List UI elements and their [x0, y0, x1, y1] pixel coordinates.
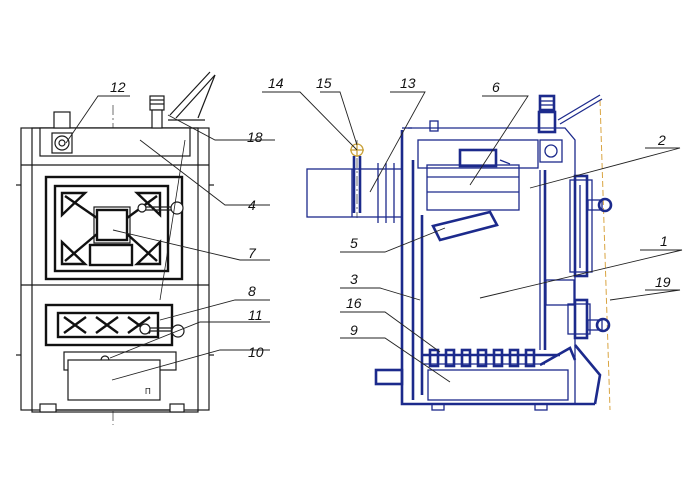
section-safety-valve — [537, 94, 603, 134]
ash-door-mark: П — [145, 387, 151, 396]
callout-7: 7 — [248, 245, 257, 261]
front-view: П — [16, 71, 216, 425]
front-leaders — [65, 95, 275, 381]
heat-exchanger-top — [417, 139, 563, 211]
pressure-gauge — [51, 132, 73, 154]
callout-13: 13 — [400, 75, 416, 91]
callout-8: 8 — [248, 283, 256, 299]
section-leaders — [262, 91, 683, 383]
loading-door — [44, 175, 184, 281]
callout-labels: 12 18 4 7 8 11 10 14 15 13 6 2 5 1 3 19 … — [110, 75, 671, 360]
callout-5: 5 — [350, 235, 358, 251]
section-view — [306, 94, 613, 411]
top-fitting — [53, 111, 71, 129]
callout-12: 12 — [110, 79, 126, 95]
callout-15: 15 — [316, 75, 332, 91]
safety-valve — [149, 95, 165, 129]
section-loading-door — [569, 174, 613, 278]
return-pipe — [374, 368, 404, 386]
ash-box — [427, 369, 569, 401]
callout-11: 11 — [248, 307, 263, 323]
callout-1: 1 — [660, 233, 668, 249]
baffle-plate — [431, 210, 499, 242]
callout-4: 4 — [248, 197, 256, 213]
section-ash-door — [567, 298, 611, 340]
ash-door — [44, 303, 185, 347]
callout-18: 18 — [247, 129, 263, 145]
callout-14: 14 — [268, 75, 284, 91]
callout-2: 2 — [657, 132, 666, 148]
callout-16: 16 — [346, 295, 362, 311]
callout-6: 6 — [492, 79, 500, 95]
fire-grate — [422, 346, 577, 368]
callout-9: 9 — [350, 322, 358, 338]
callout-3: 3 — [350, 271, 358, 287]
ash-pan — [67, 359, 161, 401]
callout-10: 10 — [248, 344, 264, 360]
callout-19: 19 — [655, 274, 671, 290]
draft-lever — [168, 71, 216, 121]
